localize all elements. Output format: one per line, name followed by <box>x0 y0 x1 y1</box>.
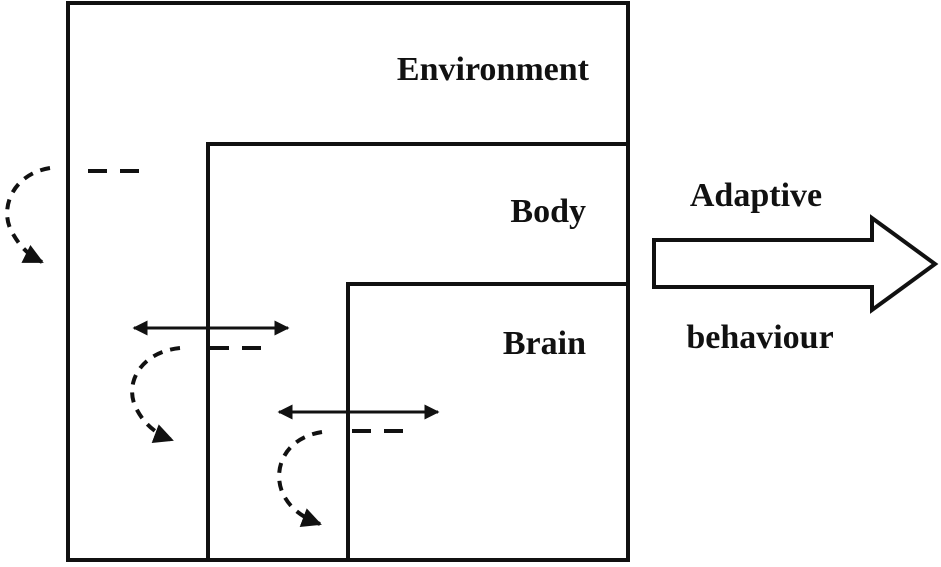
adaptive-behaviour-arrow-icon <box>652 214 939 314</box>
brain-box <box>346 282 628 560</box>
body-feedback-curve-icon <box>130 346 181 444</box>
body-label: Body <box>510 193 586 230</box>
brain-feedback-curve-icon <box>277 430 323 528</box>
environment-body-interaction <box>130 320 290 444</box>
environment-feedback-loop <box>5 166 146 264</box>
adaptive-label: Adaptive <box>690 177 822 214</box>
environment-label: Environment <box>397 51 590 88</box>
behaviour-label: behaviour <box>686 319 833 356</box>
body-box <box>206 142 628 560</box>
environment-feedback-curve-icon <box>5 166 51 264</box>
brain-label: Brain <box>503 325 586 362</box>
body-brain-interaction <box>277 404 440 528</box>
